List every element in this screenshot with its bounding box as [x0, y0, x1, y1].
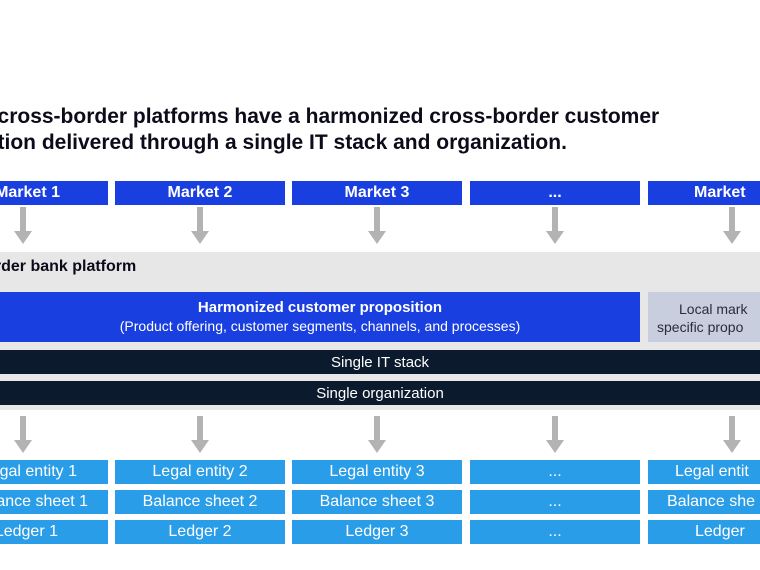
headline-line-1: e cross-border platforms have a harmoniz… — [0, 105, 660, 128]
local-proposition-box: Local mark specific propo — [648, 292, 760, 342]
legal-entity-box-3: Legal entity 3 — [292, 460, 462, 484]
legal-entity-label-2: Legal entity 2 — [152, 463, 248, 480]
it-stack-label: Single IT stack — [330, 353, 430, 371]
legal-entity-label-1: Legal entity 1 — [0, 463, 77, 480]
market-box-n: Market — [648, 181, 760, 205]
legal-entity-label-n: Legal entit — [675, 463, 749, 480]
market-box-2: Market 2 — [115, 181, 285, 205]
balance-sheet-label-3: Balance sheet 3 — [319, 493, 435, 510]
balance-sheet-label-ellipsis: ... — [548, 493, 562, 510]
balance-sheet-box-2: Balance sheet 2 — [115, 490, 285, 514]
ledger-box-2: Ledger 2 — [115, 520, 285, 544]
ledger-label-3: Ledger 3 — [345, 523, 409, 540]
ledger-label-ellipsis: ... — [548, 523, 562, 540]
organization-label: Single organization — [316, 384, 444, 402]
balance-sheet-box-1: Balance sheet 1 — [0, 490, 108, 514]
arrow-down-icon — [191, 207, 209, 245]
platform-title: -border bank platform — [0, 258, 137, 275]
market-label-2: Market 2 — [167, 184, 233, 201]
harmonized-title: Harmonized customer proposition — [197, 299, 443, 316]
arrow-down-icon — [546, 207, 564, 245]
market-label-3: Market 3 — [344, 184, 410, 201]
arrow-down-icon — [14, 207, 32, 245]
arrow-down-icon — [546, 416, 564, 454]
legal-entity-box-1: Legal entity 1 — [0, 460, 108, 484]
harmonized-subtitle: (Product offering, customer segments, ch… — [119, 318, 521, 334]
market-label-ellipsis: ... — [548, 184, 562, 201]
balance-sheet-label-1: Balance sheet 1 — [0, 493, 88, 510]
ledger-box-n: Ledger — [648, 520, 760, 544]
legal-entity-box-n: Legal entit — [648, 460, 760, 484]
arrow-down-icon — [368, 207, 386, 245]
local-line-1: Local mark — [679, 301, 748, 317]
legal-entity-label-3: Legal entity 3 — [329, 463, 425, 480]
market-label-n: Market — [694, 184, 746, 201]
legal-entity-box-ellipsis: ... — [470, 460, 640, 484]
headline-line-2: sition delivered through a single IT sta… — [0, 131, 567, 154]
ledger-box-1: Ledger 1 — [0, 520, 108, 544]
arrow-down-icon — [723, 207, 741, 245]
local-line-2: specific propo — [657, 319, 744, 335]
ledger-label-n: Ledger — [695, 523, 745, 540]
balance-sheet-label-2: Balance sheet 2 — [142, 493, 258, 510]
ledger-box-3: Ledger 3 — [292, 520, 462, 544]
arrow-down-icon — [723, 416, 741, 454]
it-stack-bar: Single IT stack — [0, 350, 760, 374]
ledger-box-ellipsis: ... — [470, 520, 640, 544]
organization-bar: Single organization — [0, 381, 760, 405]
legal-entity-label-ellipsis: ... — [548, 463, 562, 480]
headline: e cross-border platforms have a harmoniz… — [0, 104, 760, 156]
market-label-1: Market 1 — [0, 184, 60, 201]
ledger-label-1: Ledger 1 — [0, 523, 58, 540]
market-box-ellipsis: ... — [470, 181, 640, 205]
arrow-down-icon — [14, 416, 32, 454]
arrow-down-icon — [368, 416, 386, 454]
balance-sheet-box-ellipsis: ... — [470, 490, 640, 514]
arrow-down-icon — [191, 416, 209, 454]
harmonized-proposition-box: Harmonized customer proposition (Product… — [0, 292, 640, 342]
market-box-3: Market 3 — [292, 181, 462, 205]
balance-sheet-box-n: Balance she — [648, 490, 760, 514]
balance-sheet-label-n: Balance she — [667, 493, 756, 510]
ledger-label-2: Ledger 2 — [168, 523, 232, 540]
market-box-1: Market 1 — [0, 181, 108, 205]
legal-entity-box-2: Legal entity 2 — [115, 460, 285, 484]
balance-sheet-box-3: Balance sheet 3 — [292, 490, 462, 514]
